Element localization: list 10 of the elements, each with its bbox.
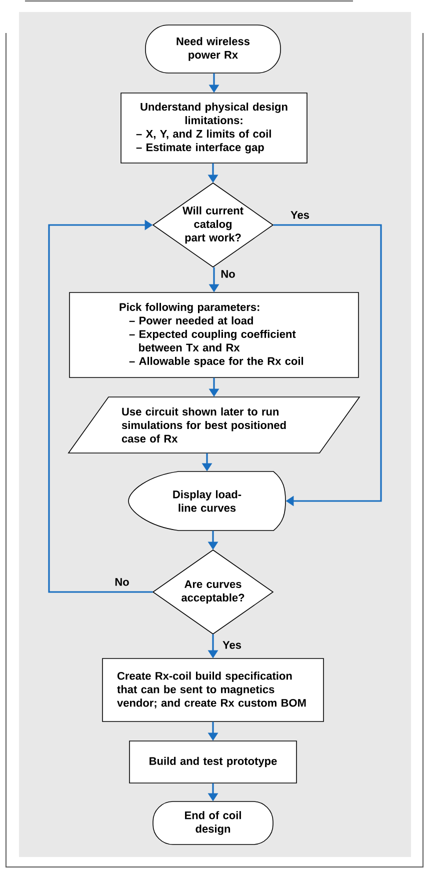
arrow <box>48 220 153 593</box>
arrow <box>273 224 382 506</box>
process-box: Pick following parameters: – Power needed at load – Expected coupling coefficient between Tx and Rx – Allowable space for the Rx coil <box>69 292 359 378</box>
edge-label: No <box>114 577 130 587</box>
edge-label: Yes <box>290 210 310 220</box>
edge-label: No <box>220 269 236 279</box>
process-box: Understand physical design limitations: – X, Y, and Z limits of coil – Estimate interface gap <box>120 92 308 164</box>
process-box: Build and test prototype <box>129 740 297 784</box>
edge-label: Yes <box>222 640 242 650</box>
process-box: Create Rx-coil build specification that can be sent to magnetics vendor; and create Rx custom BOM <box>102 658 324 722</box>
